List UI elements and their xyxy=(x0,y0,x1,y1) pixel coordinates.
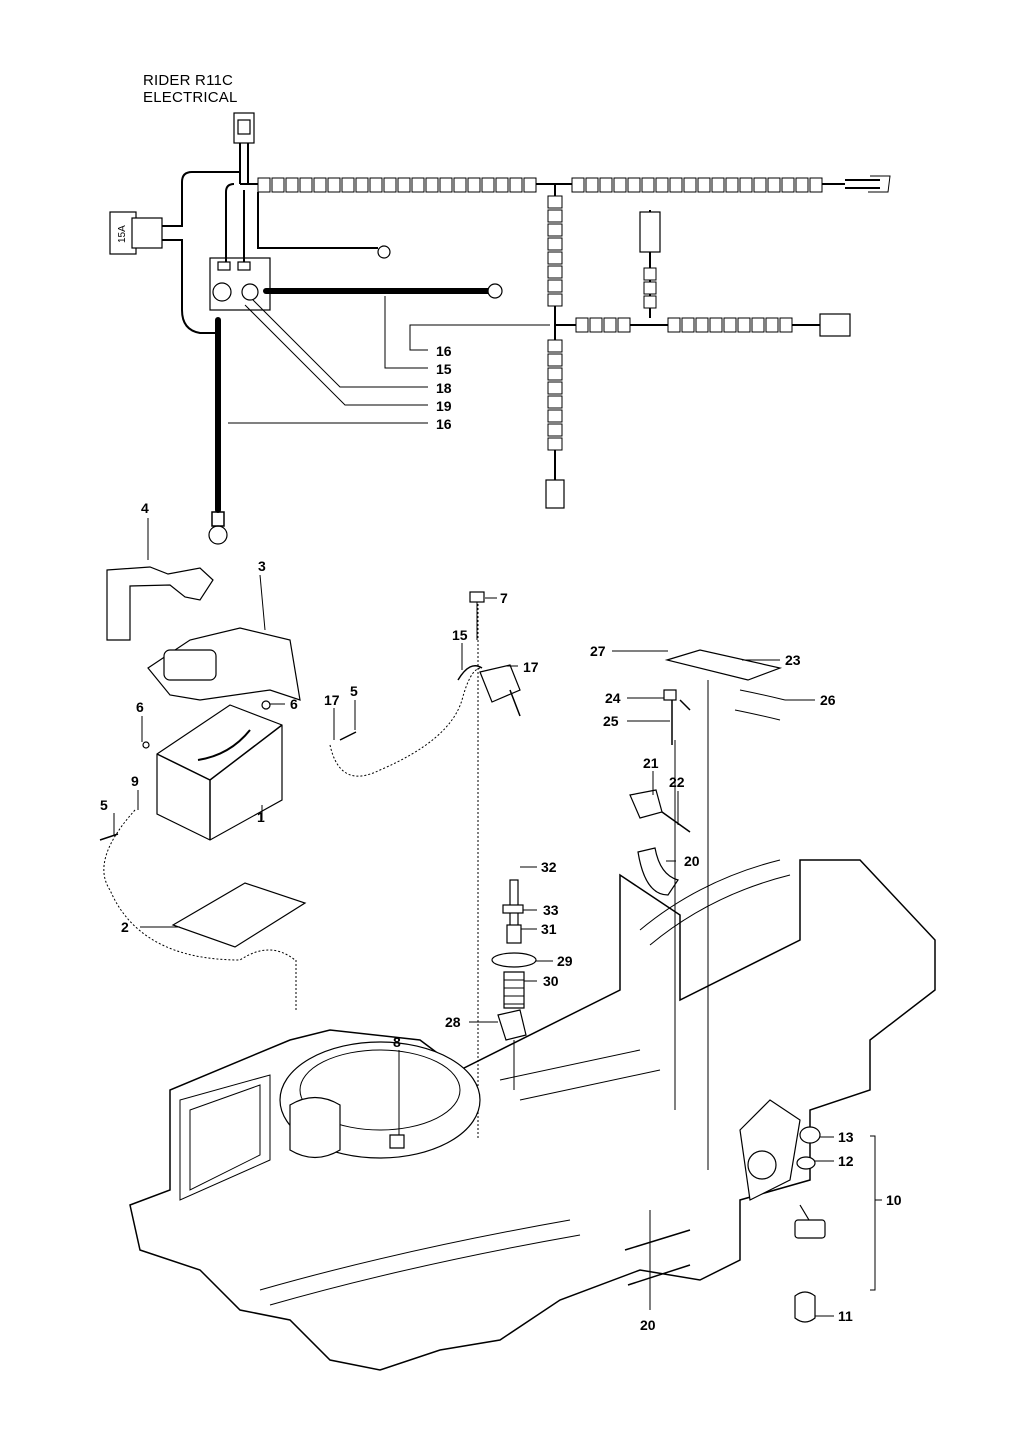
diagram-title-line-1: RIDER R11C xyxy=(143,72,234,89)
battery-bracket xyxy=(106,566,214,641)
callout-32: 32 xyxy=(541,859,557,875)
callout-9: 9 xyxy=(131,773,139,789)
main-harness-sleeve xyxy=(257,177,823,193)
wiring-harness: 15A xyxy=(109,112,891,545)
steering-tube xyxy=(639,859,791,946)
callout-labels: 16 15 18 19 16 4 3 7 15 17 6 6 17 5 9 5 … xyxy=(100,343,902,1333)
terminal-boot xyxy=(479,664,521,703)
callout-10: 10 xyxy=(886,1192,902,1208)
callout-11: 11 xyxy=(838,1308,853,1324)
callout-14: 16 xyxy=(436,343,452,359)
callout-16: 17 xyxy=(324,692,340,708)
callout-13: 13 xyxy=(838,1129,854,1145)
chassis-exploded-view xyxy=(99,566,936,1371)
callout-30: 30 xyxy=(543,973,559,989)
callout-15: 15 xyxy=(452,627,468,643)
leader-lines xyxy=(113,296,834,1317)
battery-cover xyxy=(147,627,301,701)
battery-tray xyxy=(179,1074,271,1201)
frame-tube xyxy=(259,1219,581,1306)
callout-1: 1 xyxy=(257,809,265,825)
callout-8: 8 xyxy=(393,1034,401,1050)
callout-6-left: 6 xyxy=(136,699,144,715)
callout-24: 24 xyxy=(605,690,621,706)
spacer-31 xyxy=(506,924,522,944)
callout-23: 23 xyxy=(785,652,801,668)
battery-screws xyxy=(99,731,357,841)
spring-30 xyxy=(503,971,525,1009)
callout-6-right: 6 xyxy=(290,696,298,712)
bolt-32 xyxy=(509,879,519,929)
pins-20 xyxy=(624,1229,691,1286)
callout-2: 2 xyxy=(121,919,129,935)
bolt-7 xyxy=(469,591,485,603)
engine-cylinder xyxy=(289,1096,341,1159)
clamp-8 xyxy=(389,1134,405,1149)
callout-3: 3 xyxy=(258,558,266,574)
nut-13 xyxy=(799,1126,821,1144)
callout-33: 33 xyxy=(543,902,559,918)
callout-25: 25 xyxy=(603,713,619,729)
diagram-title-line-2: ELECTRICAL xyxy=(143,89,238,106)
callout-17: 17 xyxy=(523,659,539,675)
upper-branch-connector xyxy=(639,211,661,253)
switch-28 xyxy=(497,1009,527,1041)
callout-20: 20 xyxy=(640,1317,656,1333)
callout-4: 4 xyxy=(141,500,149,516)
switch-24 xyxy=(663,689,677,701)
springs-26 xyxy=(734,689,786,721)
right-branch-connector xyxy=(819,313,851,337)
seat-switch xyxy=(629,789,663,819)
svg-text:15A: 15A xyxy=(117,225,128,243)
callout-5-right: 5 xyxy=(350,683,358,699)
callout-12: 12 xyxy=(838,1153,854,1169)
callout-27: 27 xyxy=(590,643,606,659)
battery-mat xyxy=(171,882,307,948)
callout-21: 21 xyxy=(643,755,659,771)
right-harness-sleeve xyxy=(575,317,793,333)
callout-29: 29 xyxy=(557,953,573,969)
clip-19 xyxy=(637,847,679,896)
nut-33 xyxy=(502,904,524,914)
callout-17-harness: 18 xyxy=(436,380,452,396)
callout-28: 28 xyxy=(445,1014,461,1030)
callout-15-harness: 15 xyxy=(436,361,452,377)
callout-18: 19 xyxy=(436,398,452,414)
callout-16-harness: 16 xyxy=(436,416,452,432)
callout-19: 20 xyxy=(684,853,700,869)
callout-5-left: 5 xyxy=(100,797,108,813)
callout-22: 22 xyxy=(669,774,685,790)
callout-31: 31 xyxy=(541,921,557,937)
washer-12 xyxy=(796,1156,816,1170)
callout-26: 26 xyxy=(820,692,836,708)
seat-plate xyxy=(664,649,783,681)
lower-branch-connector xyxy=(545,479,565,509)
bushing-11 xyxy=(794,1291,816,1323)
washer-29 xyxy=(491,952,537,968)
callout-7: 7 xyxy=(500,590,508,606)
